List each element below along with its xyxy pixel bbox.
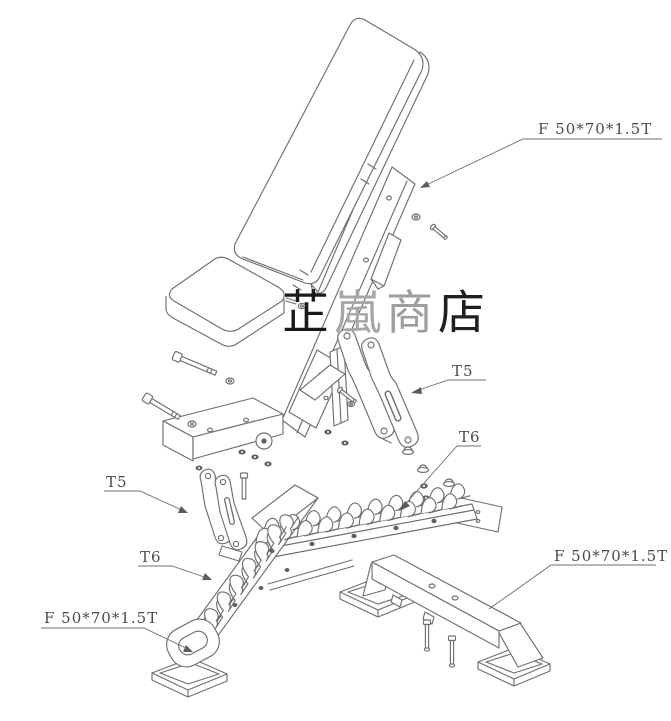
washer	[411, 213, 421, 221]
rear-stabilizer	[339, 554, 551, 687]
callout-frame-top-right: F 50*70*1.5T	[420, 120, 662, 188]
washer	[187, 420, 197, 428]
watermark-char: 芷	[282, 286, 329, 341]
vertical-bolt	[447, 635, 457, 668]
store-watermark: 芷 嵐 商 店	[282, 290, 490, 337]
bracket-t5-right	[337, 328, 419, 448]
label-foot-bottom-left: F 50*70*1.5T	[44, 609, 158, 627]
long-bolt	[171, 351, 218, 376]
washer	[347, 400, 355, 408]
label-stabilizer-bottom-right: F 50*70*1.5T	[554, 547, 668, 565]
callout-bracket-t5-left: T5	[104, 473, 188, 513]
seat-pad	[165, 256, 297, 347]
bracket-t5-left	[199, 468, 248, 562]
bolt-pin-mid	[336, 386, 357, 404]
label-frame-top-right: F 50*70*1.5T	[538, 120, 652, 138]
washer	[225, 377, 235, 385]
seat-carriage	[162, 345, 349, 462]
watermark-char: 店	[438, 286, 485, 341]
beam-support-strut	[370, 232, 402, 290]
washer	[297, 302, 307, 310]
rack-t6-leg	[186, 507, 300, 646]
label-bracket-t5-left: T5	[106, 473, 128, 491]
backrest-pad	[233, 17, 430, 294]
watermark-char: 商	[386, 286, 433, 341]
acorn-nut	[401, 446, 415, 455]
vertical-bolt	[239, 472, 249, 500]
bolt-pin-upper-right	[429, 223, 448, 240]
callout-bracket-t5-right: T5	[411, 362, 486, 394]
callout-foot-bottom-left: F 50*70*1.5T	[41, 609, 193, 652]
callout-rack-t6-left: T6	[138, 548, 212, 580]
acorn-nut	[416, 464, 430, 473]
callout-rack-t6-right: T6	[399, 428, 481, 511]
acorn-nut	[442, 478, 456, 487]
label-rack-t6-left: T6	[140, 548, 162, 566]
watermark-char: 嵐	[334, 286, 381, 341]
label-rack-t6-right: T6	[459, 428, 481, 446]
callout-stabilizer-bottom-right: F 50*70*1.5T	[488, 547, 668, 610]
vertical-bolt	[422, 619, 432, 652]
label-bracket-t5-right: T5	[452, 362, 474, 380]
long-bolt	[141, 392, 181, 420]
